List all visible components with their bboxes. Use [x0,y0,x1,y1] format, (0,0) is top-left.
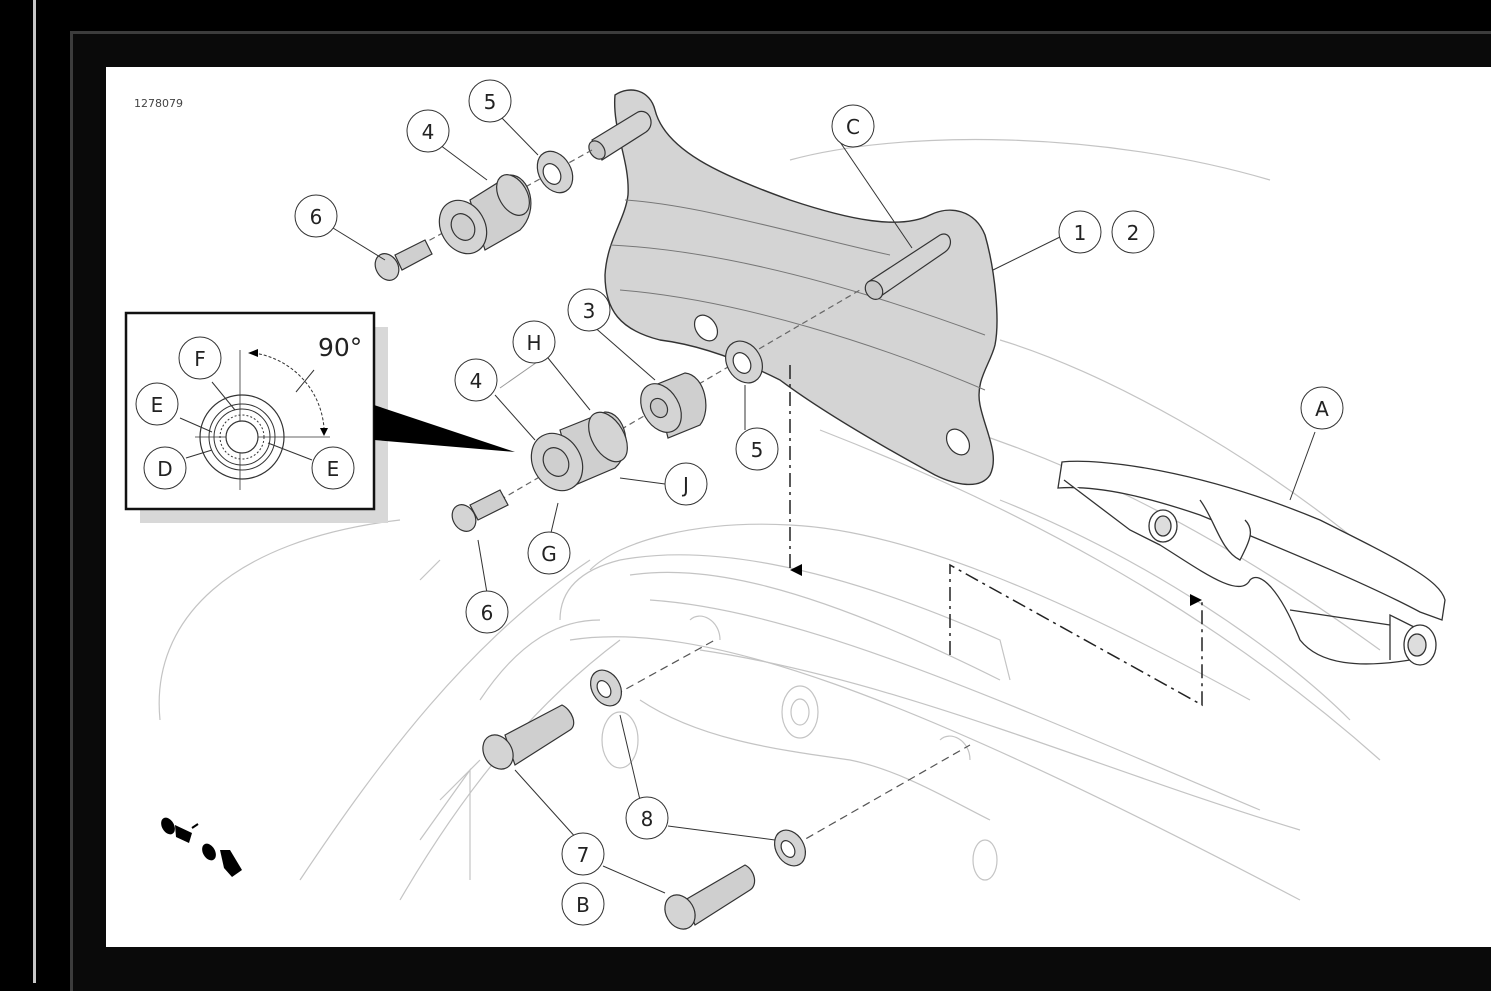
callout-3: 3 [567,288,611,332]
callout-1: 1 [1058,210,1102,254]
window-edge-line [33,0,36,983]
svg-text:4: 4 [470,369,483,393]
callout-7: 7 [561,832,605,876]
callout-F: F [178,336,222,380]
svg-text:8: 8 [641,807,654,831]
svg-text:A: A [1315,397,1329,421]
callout-D: D [143,446,187,490]
callout-E-right: E [311,446,355,490]
svg-text:1: 1 [1074,221,1087,245]
image-id-label: 1278079 [134,97,183,110]
upper-fastener-stack [374,149,593,281]
callout-A: A [1300,386,1344,430]
svg-text:E: E [327,457,340,481]
svg-text:5: 5 [751,438,764,462]
callout-4-middle: 4 [454,358,498,402]
callout-B: B [561,882,605,926]
svg-text:F: F [194,347,206,371]
callout-6-lower: 6 [465,590,509,634]
svg-text:5: 5 [484,90,497,114]
callout-6-upper: 6 [294,194,338,238]
engine-casing-background [158,138,1381,901]
assembly-arrows [789,365,1203,707]
svg-text:3: 3 [583,299,596,323]
svg-text:E: E [151,393,164,417]
callout-C: C [831,104,875,148]
callout-J: J [664,462,708,506]
svg-text:B: B [576,893,590,917]
svg-text:7: 7 [577,843,590,867]
svg-text:2: 2 [1127,221,1140,245]
callout-4-upper: 4 [406,109,450,153]
callout-5-upper: 5 [468,79,512,123]
svg-text:D: D [157,457,172,481]
orientation-arrow-icon [161,817,242,877]
middle-fastener-stack [451,289,861,532]
tensioner-blade-A [1057,460,1446,666]
svg-text:C: C [846,115,860,139]
svg-text:J: J [681,473,689,497]
callout-E-left: E [135,382,179,426]
svg-text:6: 6 [481,601,494,625]
callouts: 1 2 3 4 4 5 5 6 6 7 8 A B C H J G F E D … [135,79,1344,926]
svg-text:6: 6 [310,205,323,229]
leader-lines [332,115,1316,894]
angle-label: 90° [318,333,362,362]
callout-H: H [512,320,556,364]
exploded-diagram: 90° 1 2 3 4 [124,79,1446,930]
svg-text:G: G [541,542,557,566]
diagram-sheet: 1278079 [106,67,1491,947]
bracket-part-1-2 [588,89,998,486]
callout-2: 2 [1111,210,1155,254]
svg-text:H: H [526,331,541,355]
callout-G: G [527,531,571,575]
svg-text:4: 4 [422,120,435,144]
callout-5-middle: 5 [735,427,779,471]
callout-8: 8 [625,796,669,840]
lower-fastener-stack [482,639,971,930]
